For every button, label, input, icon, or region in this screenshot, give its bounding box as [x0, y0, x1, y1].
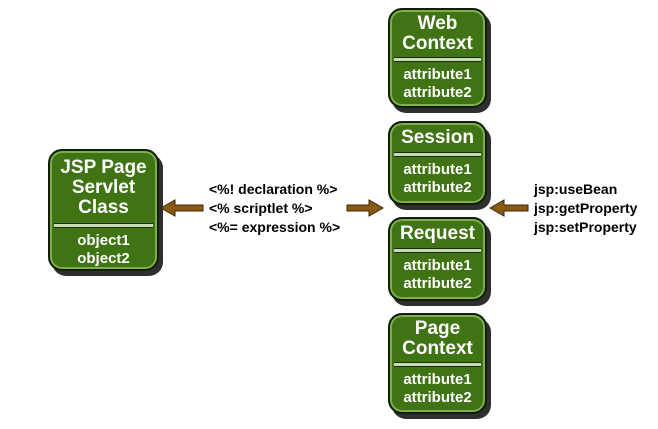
session-title-line-1: Session: [401, 126, 474, 148]
jsp-box-title-line-1: JSP Page: [60, 157, 147, 178]
left-arrow-from-bean-tags-icon: [488, 199, 529, 217]
page-context-divider: [394, 362, 481, 367]
page-context-box: Page Context attribute1 attribute2: [388, 313, 487, 414]
web-context-title: Web Context: [390, 10, 485, 57]
request-attribute2: attribute2: [403, 275, 472, 292]
jsp-box-item-object2: object2: [77, 250, 130, 267]
jsp-box-title: JSP Page Servlet Class: [50, 151, 157, 223]
page-context-attribute1: attribute1: [403, 371, 472, 388]
scripting-elements-list: <%! declaration %> <% scriptlet %> <%= e…: [209, 180, 340, 237]
getproperty-text: jsp:getProperty: [534, 200, 638, 216]
bean-tags-list: jsp:useBean jsp:getProperty jsp:setPrope…: [534, 180, 637, 237]
right-arrow-to-scopes-icon: [346, 199, 385, 217]
page-context-title-line-2: Context: [402, 337, 473, 359]
jsp-box-items: object1 object2: [50, 228, 157, 268]
request-title: Request: [390, 219, 485, 248]
request-box: Request attribute1 attribute2: [388, 217, 487, 301]
session-attribute2: attribute2: [403, 179, 472, 196]
jsp-page-servlet-class-box: JSP Page Servlet Class object1 object2: [48, 149, 159, 271]
jsp-box-item-object1: object1: [77, 232, 130, 249]
web-context-attribute2: attribute2: [403, 84, 472, 101]
web-context-items: attribute1 attribute2: [390, 62, 485, 102]
web-context-divider: [394, 57, 481, 62]
declaration-text: <%! declaration %>: [209, 181, 338, 197]
setproperty-text: jsp:setProperty: [534, 219, 637, 235]
expression-text: <%= expression %>: [209, 219, 341, 235]
jsp-box-title-line-3: Class: [78, 197, 129, 218]
session-items: attribute1 attribute2: [390, 157, 485, 197]
page-context-title: Page Context: [390, 315, 485, 362]
usebean-text: jsp:useBean: [534, 181, 618, 197]
page-context-title-line-1: Page: [414, 317, 461, 339]
session-title: Session: [390, 123, 485, 152]
web-context-title-line-2: Context: [402, 32, 473, 54]
jsp-box-divider: [54, 223, 153, 228]
request-divider: [394, 248, 481, 253]
request-title-line-1: Request: [400, 222, 475, 244]
web-context-attribute1: attribute1: [403, 66, 472, 83]
request-attribute1: attribute1: [403, 257, 472, 274]
session-box: Session attribute1 attribute2: [388, 121, 487, 205]
page-context-attribute2: attribute2: [403, 389, 472, 406]
request-items: attribute1 attribute2: [390, 253, 485, 293]
session-divider: [394, 152, 481, 157]
scriptlet-text: <% scriptlet %>: [209, 200, 313, 216]
left-arrow-to-jsp-icon: [159, 199, 204, 217]
web-context-box: Web Context attribute1 attribute2: [388, 8, 487, 108]
jsp-box-title-line-2: Servlet: [71, 177, 136, 198]
web-context-title-line-1: Web: [417, 12, 458, 34]
page-context-items: attribute1 attribute2: [390, 367, 485, 407]
session-attribute1: attribute1: [403, 161, 472, 178]
